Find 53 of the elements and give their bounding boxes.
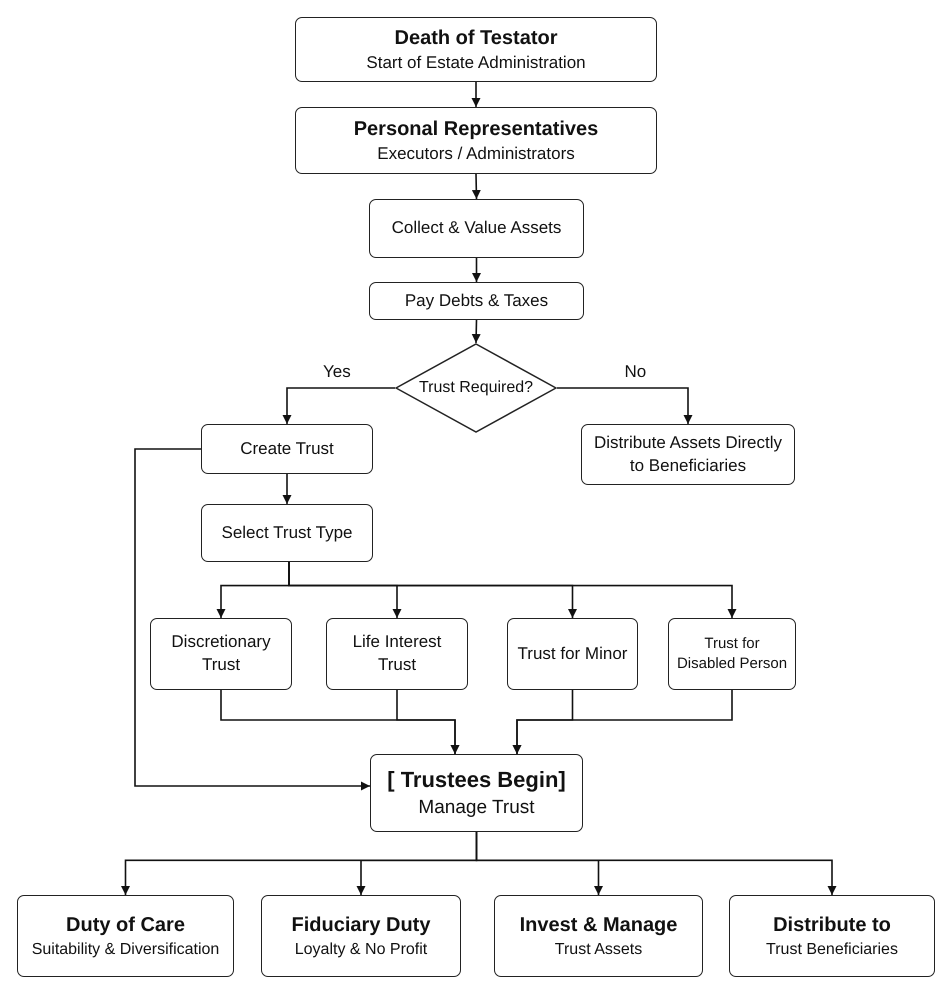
- box-text: Select Trust Type: [221, 522, 353, 544]
- decision-diamond: [395, 343, 557, 433]
- box-text: Trust Beneficiaries: [766, 940, 898, 960]
- process-box: [668, 618, 796, 690]
- box-text: Life Interest Trust: [352, 631, 442, 676]
- process-box: [326, 618, 468, 690]
- box-text: Executors / Administrators: [377, 142, 575, 165]
- arrow: [472, 174, 481, 200]
- box-text: Create Trust: [240, 438, 334, 460]
- box-text: Trust for Disabled Person: [676, 634, 788, 674]
- arrow: [472, 82, 480, 107]
- box-heading: Distribute to: [773, 912, 891, 938]
- process-box: [581, 424, 795, 485]
- arrow: [472, 320, 481, 344]
- box-text: Suitability & Diversification: [32, 940, 220, 960]
- process-box: [507, 618, 638, 690]
- arrow: [282, 474, 292, 504]
- process-box: [494, 895, 703, 977]
- process-box: [295, 107, 657, 174]
- box-text: Trust Assets: [554, 940, 642, 960]
- arrow: [472, 258, 481, 282]
- arrow: [282, 387, 395, 424]
- box-text: Trust for Minor: [518, 642, 628, 665]
- box-text: Manage Trust: [418, 796, 535, 820]
- process-box: [201, 424, 373, 474]
- box-text: Collect & Value Assets: [392, 217, 562, 240]
- arrow: [288, 562, 736, 618]
- process-box: [295, 17, 657, 82]
- box-text: Distribute Assets Directly to Beneficiaries: [593, 432, 783, 476]
- process-box: [370, 754, 583, 832]
- box-heading: Invest & Manage: [520, 912, 678, 938]
- process-box: [369, 282, 584, 320]
- arrow: [557, 387, 692, 424]
- box-text: Discretionary Trust: [170, 631, 272, 676]
- process-box: [150, 618, 292, 690]
- box-text: Trust Required?: [418, 378, 534, 398]
- process-box: [261, 895, 461, 977]
- process-box: [201, 504, 373, 562]
- box-heading: Fiduciary Duty: [292, 912, 430, 938]
- box-heading: Death of Testator: [394, 26, 558, 51]
- arrow: [134, 448, 370, 790]
- box-text: Pay Debts & Taxes: [404, 290, 548, 312]
- box-text: Loyalty & No Profit: [294, 940, 428, 960]
- box-text: Start of Estate Administration: [366, 52, 586, 74]
- process-box: [729, 895, 935, 977]
- arrow: [396, 690, 460, 754]
- box-heading: Duty of Care: [66, 912, 185, 938]
- box-heading: Personal Representatives: [354, 116, 598, 142]
- process-box: [369, 199, 584, 258]
- box-heading: [ Trustees Begin]: [387, 766, 566, 794]
- arrow: [476, 832, 836, 895]
- process-box: [17, 895, 234, 977]
- arrow: [512, 690, 733, 754]
